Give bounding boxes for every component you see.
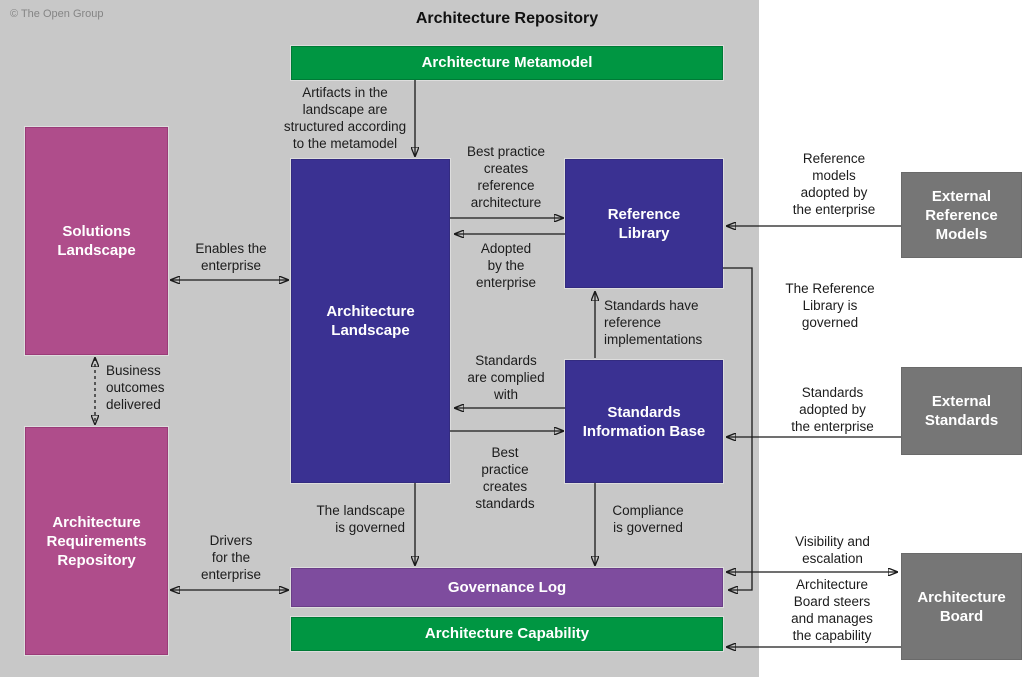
annotation-business-outcomes-delivered: Business outcomes delivered (106, 363, 165, 412)
standards-information-base-label: Standards Information Base (582, 403, 706, 440)
architecture-board-label: Architecture Board (917, 588, 1006, 625)
external-standards-label: External Standards (924, 393, 999, 429)
annotation-adopted-by-enterprise: Adopted by the enterprise (475, 241, 537, 290)
annotation-drivers-for-enterprise: Drivers for the enterprise (200, 533, 262, 582)
annotation-standards-adopted: Standards adopted by the enterprise (791, 385, 874, 434)
box-external-reference-models: External Reference Models (901, 172, 1022, 258)
box-governance-log: Governance Log (291, 568, 723, 607)
external-reference-models-label: External Reference Models (925, 187, 998, 243)
annotation-board-steers: Architecture Board steers and manages th… (791, 577, 873, 643)
page-title: Architecture Repository (415, 10, 599, 27)
annotation-best-practice-reference: Best practice creates reference architec… (466, 144, 546, 210)
box-architecture-capability: Architecture Capability (291, 617, 723, 651)
box-architecture-metamodel: Architecture Metamodel (291, 46, 723, 80)
copyright-text: © The Open Group (10, 8, 104, 20)
governance-log-label: Governance Log (447, 578, 567, 596)
box-architecture-board: Architecture Board (901, 553, 1022, 660)
annotation-standards-complied-with: Standards are complied with (467, 353, 545, 402)
annotation-enables-the-enterprise: Enables the enterprise (195, 241, 267, 273)
box-external-standards: External Standards (901, 367, 1022, 455)
box-standards-information-base: Standards Information Base (565, 360, 723, 483)
box-architecture-requirements-repository: Architecture Requirements Repository (25, 427, 168, 655)
annotation-compliance-governed: Compliance is governed (612, 503, 684, 535)
architecture-metamodel-label: Architecture Metamodel (421, 54, 593, 71)
solutions-landscape-label: Solutions Landscape (57, 223, 136, 259)
annotation-artifacts-structured: Artifacts in the landscape are structure… (283, 85, 407, 151)
box-architecture-landscape: Architecture Landscape (291, 159, 450, 483)
box-reference-library: Reference Library (565, 159, 723, 288)
annotation-standards-have-reference: Standards have reference implementations (604, 298, 703, 347)
annotation-visibility-escalation: Visibility and escalation (795, 534, 870, 566)
reference-library-label: Reference Library (607, 205, 681, 242)
annotation-best-practice-standards: Best practice creates standards (475, 445, 535, 511)
architecture-capability-label: Architecture Capability (424, 625, 590, 642)
architecture-requirements-repository-label: Architecture Requirements Repository (46, 513, 147, 569)
annotation-reference-models-adopted: Reference models adopted by the enterpri… (792, 151, 876, 217)
architecture-landscape-label: Architecture Landscape (326, 303, 415, 339)
box-solutions-landscape: Solutions Landscape (25, 127, 168, 355)
annotation-reference-library-governed: The Reference Library is governed (785, 281, 875, 330)
annotation-landscape-governed: The landscape is governed (316, 503, 405, 535)
